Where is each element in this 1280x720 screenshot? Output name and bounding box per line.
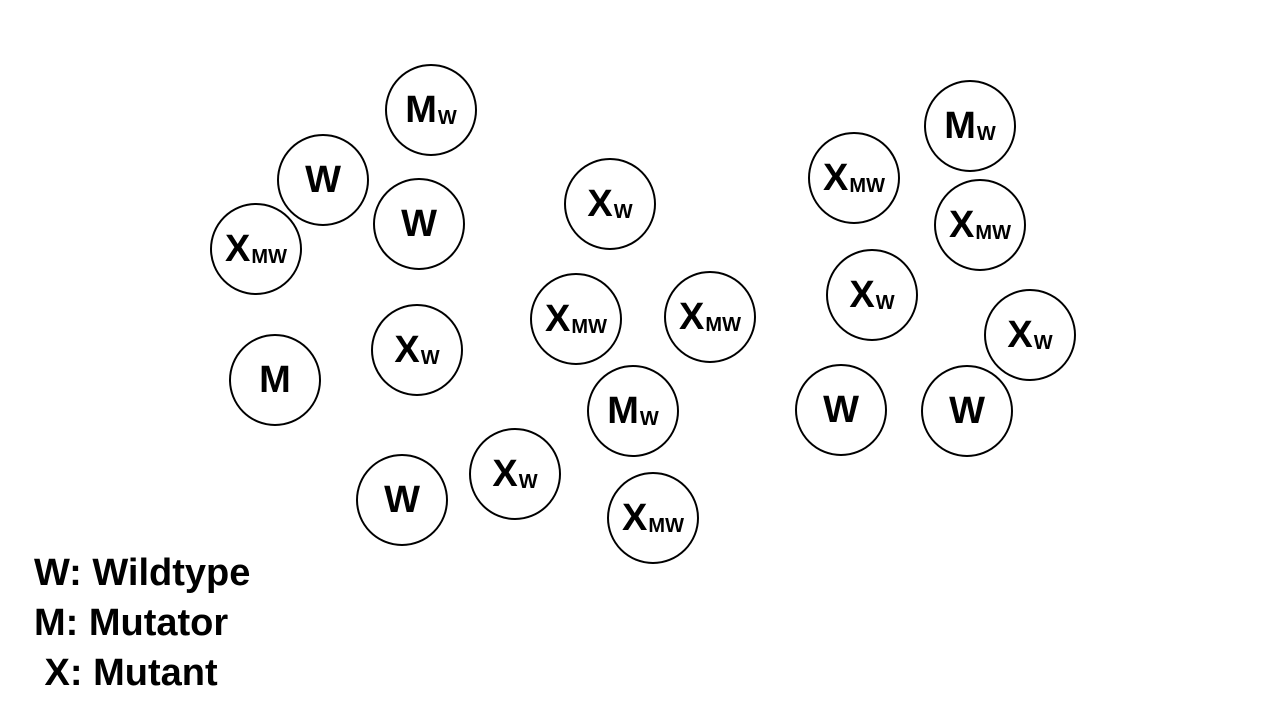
cell-type-label: X bbox=[622, 497, 648, 539]
cell-origin-subscript: W bbox=[420, 347, 440, 369]
cell-type-label: W bbox=[823, 389, 859, 431]
cell-origin-subscript: MW bbox=[705, 314, 741, 336]
cell-origin-subscript: MW bbox=[975, 222, 1011, 244]
cell-origin-subscript: MW bbox=[648, 515, 684, 537]
cell-origin-subscript: MW bbox=[571, 316, 607, 338]
cell-node: W bbox=[795, 364, 887, 456]
cell-type-label: X bbox=[545, 298, 571, 340]
legend: W: Wildtype M: Mutator X: Mutant bbox=[34, 548, 250, 698]
cell-node: W bbox=[373, 178, 465, 270]
cell-origin-subscript: W bbox=[613, 201, 633, 223]
cell-node: W bbox=[921, 365, 1013, 457]
cell-origin-subscript: W bbox=[976, 123, 996, 145]
cell-type-label: X bbox=[225, 228, 251, 270]
cell-type-label: M bbox=[944, 105, 976, 147]
legend-wildtype: W: Wildtype bbox=[34, 552, 251, 594]
cell-origin-subscript: W bbox=[1033, 332, 1053, 354]
cell-node: W bbox=[356, 454, 448, 546]
cell-origin-subscript: W bbox=[437, 107, 457, 129]
cell-type-label: X bbox=[849, 274, 875, 316]
cell-node: M bbox=[229, 334, 321, 426]
legend-mutator: M: Mutator bbox=[34, 602, 229, 644]
cell-node: W bbox=[277, 134, 369, 226]
legend-mutant: X: Mutant bbox=[34, 652, 218, 694]
cell-origin-subscript: W bbox=[875, 292, 895, 314]
cell-type-label: M bbox=[405, 89, 437, 131]
cell-type-label: W bbox=[949, 390, 985, 432]
cell-origin-subscript: MW bbox=[251, 246, 287, 268]
cell-origin-subscript: MW bbox=[849, 175, 885, 197]
cell-type-label: X bbox=[823, 157, 849, 199]
cell-type-label: X bbox=[1007, 314, 1033, 356]
cell-type-label: M bbox=[259, 359, 291, 401]
cell-type-label: W bbox=[401, 203, 437, 245]
cell-type-label: W bbox=[384, 479, 420, 521]
cell-type-label: X bbox=[492, 453, 518, 495]
cell-type-label: X bbox=[394, 329, 420, 371]
cell-type-label: X bbox=[679, 296, 705, 338]
cell-type-label: W bbox=[305, 159, 341, 201]
cell-type-label: M bbox=[607, 390, 639, 432]
cell-type-label: X bbox=[587, 183, 613, 225]
cell-origin-subscript: W bbox=[639, 408, 659, 430]
cell-type-label: X bbox=[949, 204, 975, 246]
cell-origin-subscript: W bbox=[518, 471, 538, 493]
